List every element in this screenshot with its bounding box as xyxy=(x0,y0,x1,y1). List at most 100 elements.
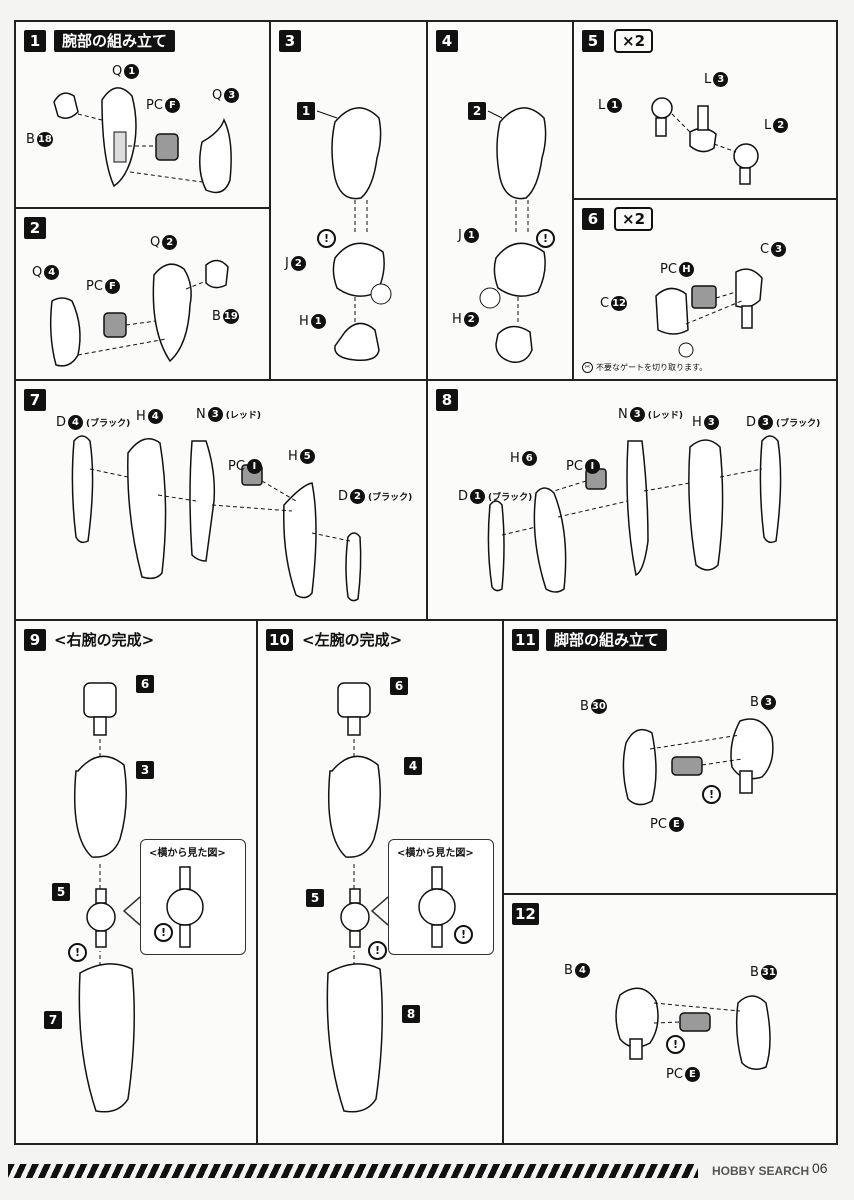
step-number: 5 xyxy=(582,30,604,52)
step-title: <右腕の完成> xyxy=(54,631,155,649)
step-reference: 5 xyxy=(306,889,324,907)
warning-icon: ! xyxy=(454,925,473,944)
quantity-multiplier: ×2 xyxy=(614,207,654,231)
gate-cut-note: ✂ 不要なゲートを切り取ります。 xyxy=(582,362,707,373)
step-reference: 6 xyxy=(390,677,408,695)
warning-icon: ! xyxy=(702,785,721,804)
step-8-illustration xyxy=(487,435,782,593)
step-reference: 5 xyxy=(52,883,70,901)
step-number: 7 xyxy=(24,389,46,411)
step-9-side-view xyxy=(166,866,204,948)
step-10-panel: 10 <左腕の完成> <横から見た図> ! 6 4 5 8 ! xyxy=(256,619,504,1145)
step-title: 腕部の組み立て xyxy=(54,30,176,52)
step-10-side-view xyxy=(418,866,456,948)
step-reference: 4 xyxy=(404,757,422,775)
quantity-multiplier: ×2 xyxy=(614,29,654,53)
step-number: 8 xyxy=(436,389,458,411)
warning-icon: ! xyxy=(536,229,555,248)
step-number: 1 xyxy=(24,30,46,52)
footer-stripe-bar xyxy=(8,1164,698,1178)
step-1-illustration xyxy=(53,87,232,194)
step-reference: 2 xyxy=(468,102,486,120)
step-11-illustration xyxy=(622,718,774,806)
step-number: 6 xyxy=(582,208,604,230)
step-title: 脚部の組み立て xyxy=(546,629,668,651)
step-number: 2 xyxy=(24,217,46,239)
step-3-illustration xyxy=(316,107,392,362)
warning-icon: ! xyxy=(368,941,387,960)
step-title: <左腕の完成> xyxy=(302,631,403,649)
step-9-illustration xyxy=(73,682,204,1113)
watermark-logo: HOBBY SEARCH xyxy=(712,1164,810,1178)
step-9-panel: 9 <右腕の完成> <横から見た図> ! 6 3 xyxy=(14,619,258,1145)
step-number: 12 xyxy=(512,903,539,925)
cut-gate-icon: ✂ xyxy=(582,362,593,373)
step-4-illustration xyxy=(479,107,547,363)
step-number: 10 xyxy=(266,629,293,651)
step-10-illustration xyxy=(326,682,389,1113)
step-number: 4 xyxy=(436,30,458,52)
page-number: 06 xyxy=(812,1160,828,1176)
warning-icon: ! xyxy=(68,943,87,962)
warning-icon: ! xyxy=(154,923,173,942)
side-view-title: <横から見た図> xyxy=(149,848,226,859)
step-number: 3 xyxy=(279,30,301,52)
step-reference: 6 xyxy=(136,675,154,693)
step-reference: 7 xyxy=(44,1011,62,1029)
step-12-illustration xyxy=(615,987,771,1070)
side-view-title: <横から見た図> xyxy=(397,848,474,859)
warning-icon: ! xyxy=(317,229,336,248)
step-6-illustration xyxy=(655,268,763,358)
step-2-illustration xyxy=(49,259,229,367)
step-reference: 3 xyxy=(136,761,154,779)
step-reference: 1 xyxy=(297,102,315,120)
step-7-illustration xyxy=(71,435,362,602)
step-reference: 8 xyxy=(402,1005,420,1023)
